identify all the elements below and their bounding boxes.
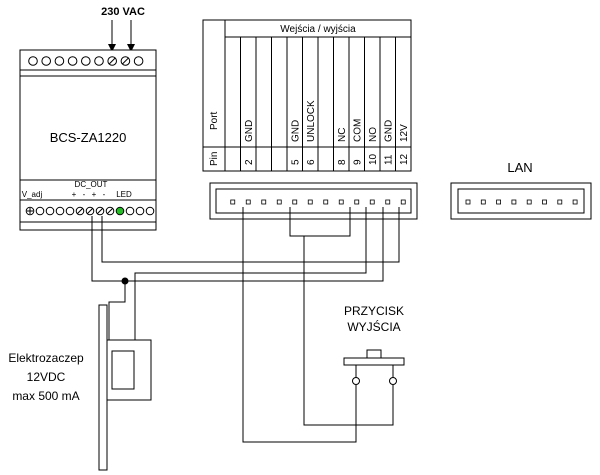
- lan-connector: [450, 182, 592, 220]
- psu-bottom-terminals: [25, 206, 155, 216]
- terminal-screw-mark: [86, 207, 94, 215]
- io-port-label: NC: [337, 128, 348, 142]
- lan-pin: [542, 199, 547, 205]
- terminal-screw-mark: [106, 207, 114, 215]
- supply-arrow-left: [108, 20, 116, 52]
- io-port-label: GND: [244, 120, 255, 142]
- lan-pin: [526, 199, 532, 205]
- io-table-columns: GND 2 GND 5 UNLOCK 6 NC 8 COM 9 NO 10 GND 11 12V 12: [240, 37, 410, 171]
- psu-top-terminal: [94, 56, 104, 66]
- strike-label-line3: max 500 mA: [12, 389, 79, 403]
- psu-bottom-terminal: [65, 206, 75, 216]
- connector-pin: [230, 199, 236, 205]
- psu-bottom-terminal: [135, 206, 145, 216]
- wire-psu-plus-to-gnd: [91, 207, 384, 282]
- psu-model-label: BCS-ZA1220: [50, 130, 127, 145]
- wire-no-to-strike: [134, 207, 367, 340]
- connector-pin: [261, 199, 267, 205]
- io-port-label: GND: [383, 120, 394, 142]
- connector-pin: [323, 199, 329, 205]
- strike-label-line1: Elektrozaczep: [8, 351, 84, 365]
- led-label: LED: [116, 190, 132, 199]
- psu-bottom-terminal: [45, 206, 55, 216]
- connector-pin: [276, 199, 282, 205]
- connector-pin: [292, 199, 298, 205]
- io-row-header-pin: Pin: [209, 152, 220, 166]
- psu-top-terminal: [41, 56, 52, 66]
- strike-label-line2: 12VDC: [27, 370, 66, 384]
- io-pin-label: 11: [383, 154, 394, 165]
- terminal-screw-mark: [108, 57, 116, 65]
- psu-top-terminal: [133, 56, 144, 66]
- connector-pin: [338, 199, 344, 205]
- dc-out-label: DC_OUT: [75, 180, 108, 189]
- terminal-screw-mark: [96, 207, 104, 215]
- lan-pin: [480, 199, 486, 205]
- v-adj-label: V_adj: [22, 190, 43, 199]
- io-pin-label: 6: [306, 159, 317, 165]
- io-port-label: UNLOCK: [306, 100, 317, 142]
- connector-pin: [400, 199, 406, 205]
- wire-junction-dot: [121, 277, 129, 285]
- psu-top-terminal: [67, 56, 78, 66]
- supply-arrow-right: [127, 20, 135, 52]
- psu-top-terminal: [81, 56, 91, 66]
- io-pin-label: 9: [352, 159, 363, 165]
- lan-pin: [511, 199, 517, 205]
- terminal-screw-mark: [122, 57, 129, 65]
- lan-pin: [557, 199, 563, 205]
- connector-pin: [245, 199, 251, 205]
- io-pin-label: 10: [368, 153, 379, 165]
- psu-bottom-terminal: [145, 206, 155, 216]
- lan-label: LAN: [507, 160, 532, 175]
- io-pin-label: 12: [399, 153, 410, 165]
- exit-button-label-line2: WYJŚCIA: [347, 319, 400, 334]
- terminal-screw-mark: [76, 207, 84, 215]
- io-port-label: COM: [352, 119, 363, 142]
- lan-pin: [572, 199, 578, 205]
- io-port-label: 12V: [399, 124, 410, 142]
- psu-bottom-terminal: [35, 206, 45, 216]
- strike-symbol: [98, 304, 152, 471]
- psu-module: [19, 49, 157, 231]
- wire-gnd-com-jumper: [289, 207, 351, 237]
- psu-top-terminal: [28, 56, 38, 66]
- psu-top-terminals: [28, 56, 144, 66]
- lan-pin: [496, 199, 502, 205]
- polarity-plus-1: +: [72, 190, 77, 199]
- polarity-minus-1: -: [83, 190, 86, 199]
- io-port-label: NO: [368, 127, 379, 142]
- psu-bottom-terminal: [55, 206, 65, 216]
- connector-pin: [385, 199, 391, 205]
- connector-pin: [307, 199, 313, 205]
- exit-button-symbol: [343, 349, 405, 385]
- wires: [91, 207, 400, 443]
- io-row-header-port: Port: [209, 111, 220, 130]
- io-pin-label: 5: [290, 159, 301, 165]
- psu-led-indicator: [115, 206, 125, 216]
- psu-bottom-terminal: [125, 206, 135, 216]
- wire-unlock-to-button: [242, 207, 357, 443]
- io-table: [202, 19, 412, 172]
- wire-strike-left: [108, 281, 126, 340]
- wire-psu-minus-to-12v: [101, 207, 400, 263]
- io-table-title: Wejścia / wyjścia: [280, 24, 356, 35]
- lan-connector-pins: [465, 199, 578, 205]
- io-pin-label: 8: [337, 159, 348, 165]
- supply-label: 230 VAC: [101, 6, 145, 18]
- connector-pin: [354, 199, 360, 205]
- exit-button-label-line1: PRZYCISK: [344, 304, 404, 318]
- lan-pin: [465, 199, 471, 205]
- psu-top-terminal: [54, 56, 65, 66]
- io-connector-pins: [230, 199, 406, 205]
- polarity-plus-2: +: [92, 190, 97, 199]
- wire-gnd-to-button: [303, 236, 394, 426]
- connector-pin: [369, 199, 375, 205]
- io-pin-label: 2: [244, 159, 255, 165]
- polarity-minus-2: -: [103, 190, 106, 199]
- io-port-label: GND: [290, 120, 301, 142]
